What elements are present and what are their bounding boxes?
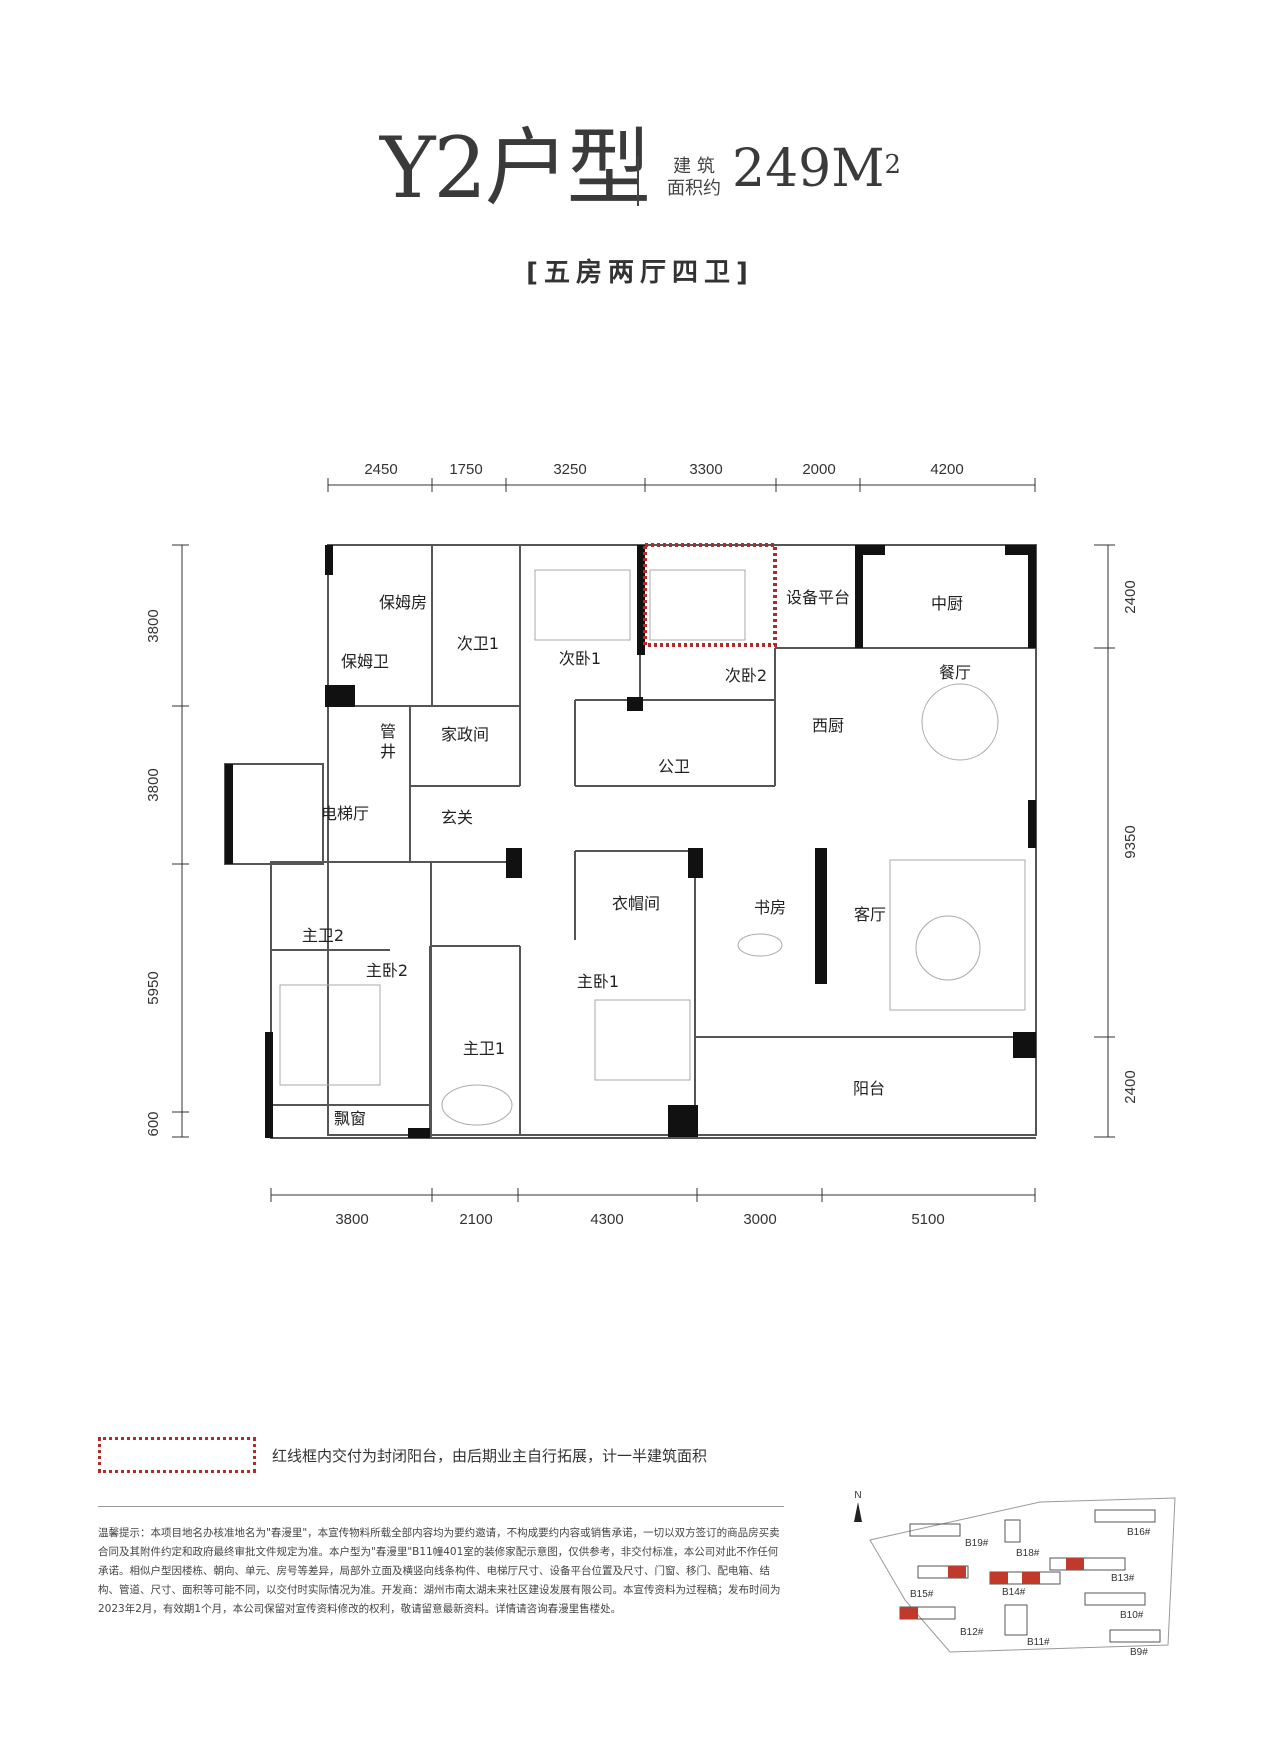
bld-label-1: B19# [965,1538,989,1549]
bld-label-7: B12# [960,1627,984,1638]
dim-bottom-2: 4300 [590,1211,623,1228]
disclaimer-text: 温馨提示：本项目地名办核准地名为"春漫里"，本宣传物料所载全部内容均为要约邀请，… [98,1527,781,1615]
dim-left-0: 3800 [145,609,162,642]
dimension-labels-right: 2400 9350 2400 [1122,580,1139,1103]
room-master-bed2: 主卧2 [366,961,408,980]
room-master-bed1: 主卧1 [577,972,619,991]
room-second-bed2: 次卧2 [725,666,767,685]
north-arrow-icon [854,1502,862,1522]
furniture [279,569,1026,1126]
title-divider [637,156,639,206]
bld-label-6: B10# [1120,1610,1144,1621]
unit-type-title: Y2户型 [380,119,651,217]
room-cloakroom: 衣帽间 [612,894,660,913]
highlighted-buildings [900,1558,1084,1619]
site-map: N B16# B19# B18# B13# B15# B14# B10# B12… [854,1490,1176,1658]
dim-top-5: 4200 [930,461,963,478]
area-number: 249M [732,139,885,199]
building-labels: B16# B19# B18# B13# B15# B14# B10# B12# … [910,1527,1151,1658]
room-nanny-room: 保姆房 [379,593,427,612]
room-study: 书房 [754,898,786,917]
room-elevator-hall: 电梯厅 [321,804,369,823]
north-label: N [854,1490,861,1501]
room-dining: 餐厅 [939,663,971,682]
dim-right-0: 2400 [1122,580,1139,613]
disclaimer-divider [98,1506,784,1507]
bld-label-9: B9# [1130,1647,1148,1658]
dim-top-3: 3300 [689,461,722,478]
dimension-labels-bottom: 3800 2100 4300 3000 5100 [335,1211,944,1228]
bld-label-5: B14# [1002,1587,1026,1598]
dim-left-3: 600 [145,1111,162,1136]
room-master-bath1: 主卫1 [463,1039,505,1058]
enclosed-balcony-frame [643,543,777,647]
dim-top-4: 2000 [802,461,835,478]
dim-left-2: 5950 [145,971,162,1004]
area-label-line2: 面积约 [667,178,721,199]
area-label-line1: 建 筑 [673,156,715,177]
bld-label-2: B18# [1016,1548,1040,1559]
dim-left-1: 3800 [145,768,162,801]
room-balcony: 阳台 [853,1079,885,1098]
bld-label-8: B11# [1027,1637,1050,1648]
dim-top-1: 1750 [449,461,482,478]
dim-top-0: 2450 [364,461,397,478]
room-second-bed1: 次卧1 [559,649,601,668]
compass: N [854,1490,862,1522]
site-boundary [869,1497,1176,1653]
dim-bottom-3: 3000 [743,1211,776,1228]
area-label: 建 筑 面积约 [664,156,724,200]
bld-label-4: B15# [910,1589,934,1600]
room-pipe-shaft-2: 井 [380,742,396,761]
room-pipe-shaft-1: 管 [380,722,396,741]
room-housekeeping: 家政间 [441,725,489,744]
dimension-lines [172,478,1115,1202]
dim-right-2: 2400 [1122,1070,1139,1103]
floor-plan: 2450 1750 3250 3300 2000 4200 3800 2100 … [145,461,1139,1228]
room-master-bath2: 主卫2 [302,926,344,945]
legend-text: 红线框内交付为封闭阳台，由后期业主自行拓展，计一半建筑面积 [272,1447,708,1465]
room-foyer: 玄关 [441,808,473,827]
room-western-kitchen: 西厨 [812,716,844,735]
dimension-labels-top: 2450 1750 3250 3300 2000 4200 [364,461,963,478]
room-public-bath: 公卫 [658,757,690,776]
title-block: Y2户型 建 筑 面积约 249M2 [0,118,1280,228]
bld-label-3: B13# [1111,1573,1135,1584]
layout-subtitle: [五房两厅四卫] [526,258,754,288]
dim-right-1: 9350 [1122,825,1139,858]
room-labels: 保姆房 保姆卫 次卫1 次卧1 次卧2 设备平台 中厨 餐厅 西厨 管 井 家政… [302,588,971,1128]
room-living: 客厅 [854,905,886,924]
area-value: 249M2 [732,134,901,204]
room-equipment-platform: 设备平台 [786,588,850,607]
room-nanny-bath: 保姆卫 [341,652,389,671]
room-bay-window: 飘窗 [334,1109,366,1128]
dimension-labels-left: 3800 3800 5950 600 [145,609,162,1136]
dim-bottom-0: 3800 [335,1211,368,1228]
structural-columns [225,545,1036,1138]
room-chinese-kitchen: 中厨 [931,594,963,613]
dim-bottom-1: 2100 [459,1211,492,1228]
legend-swatch [98,1437,256,1473]
room-second-bath1: 次卫1 [457,634,499,653]
bld-label-0: B16# [1127,1527,1151,1538]
dim-top-2: 3250 [553,461,586,478]
area-superscript: 2 [884,150,902,180]
dim-bottom-4: 5100 [911,1211,944,1228]
